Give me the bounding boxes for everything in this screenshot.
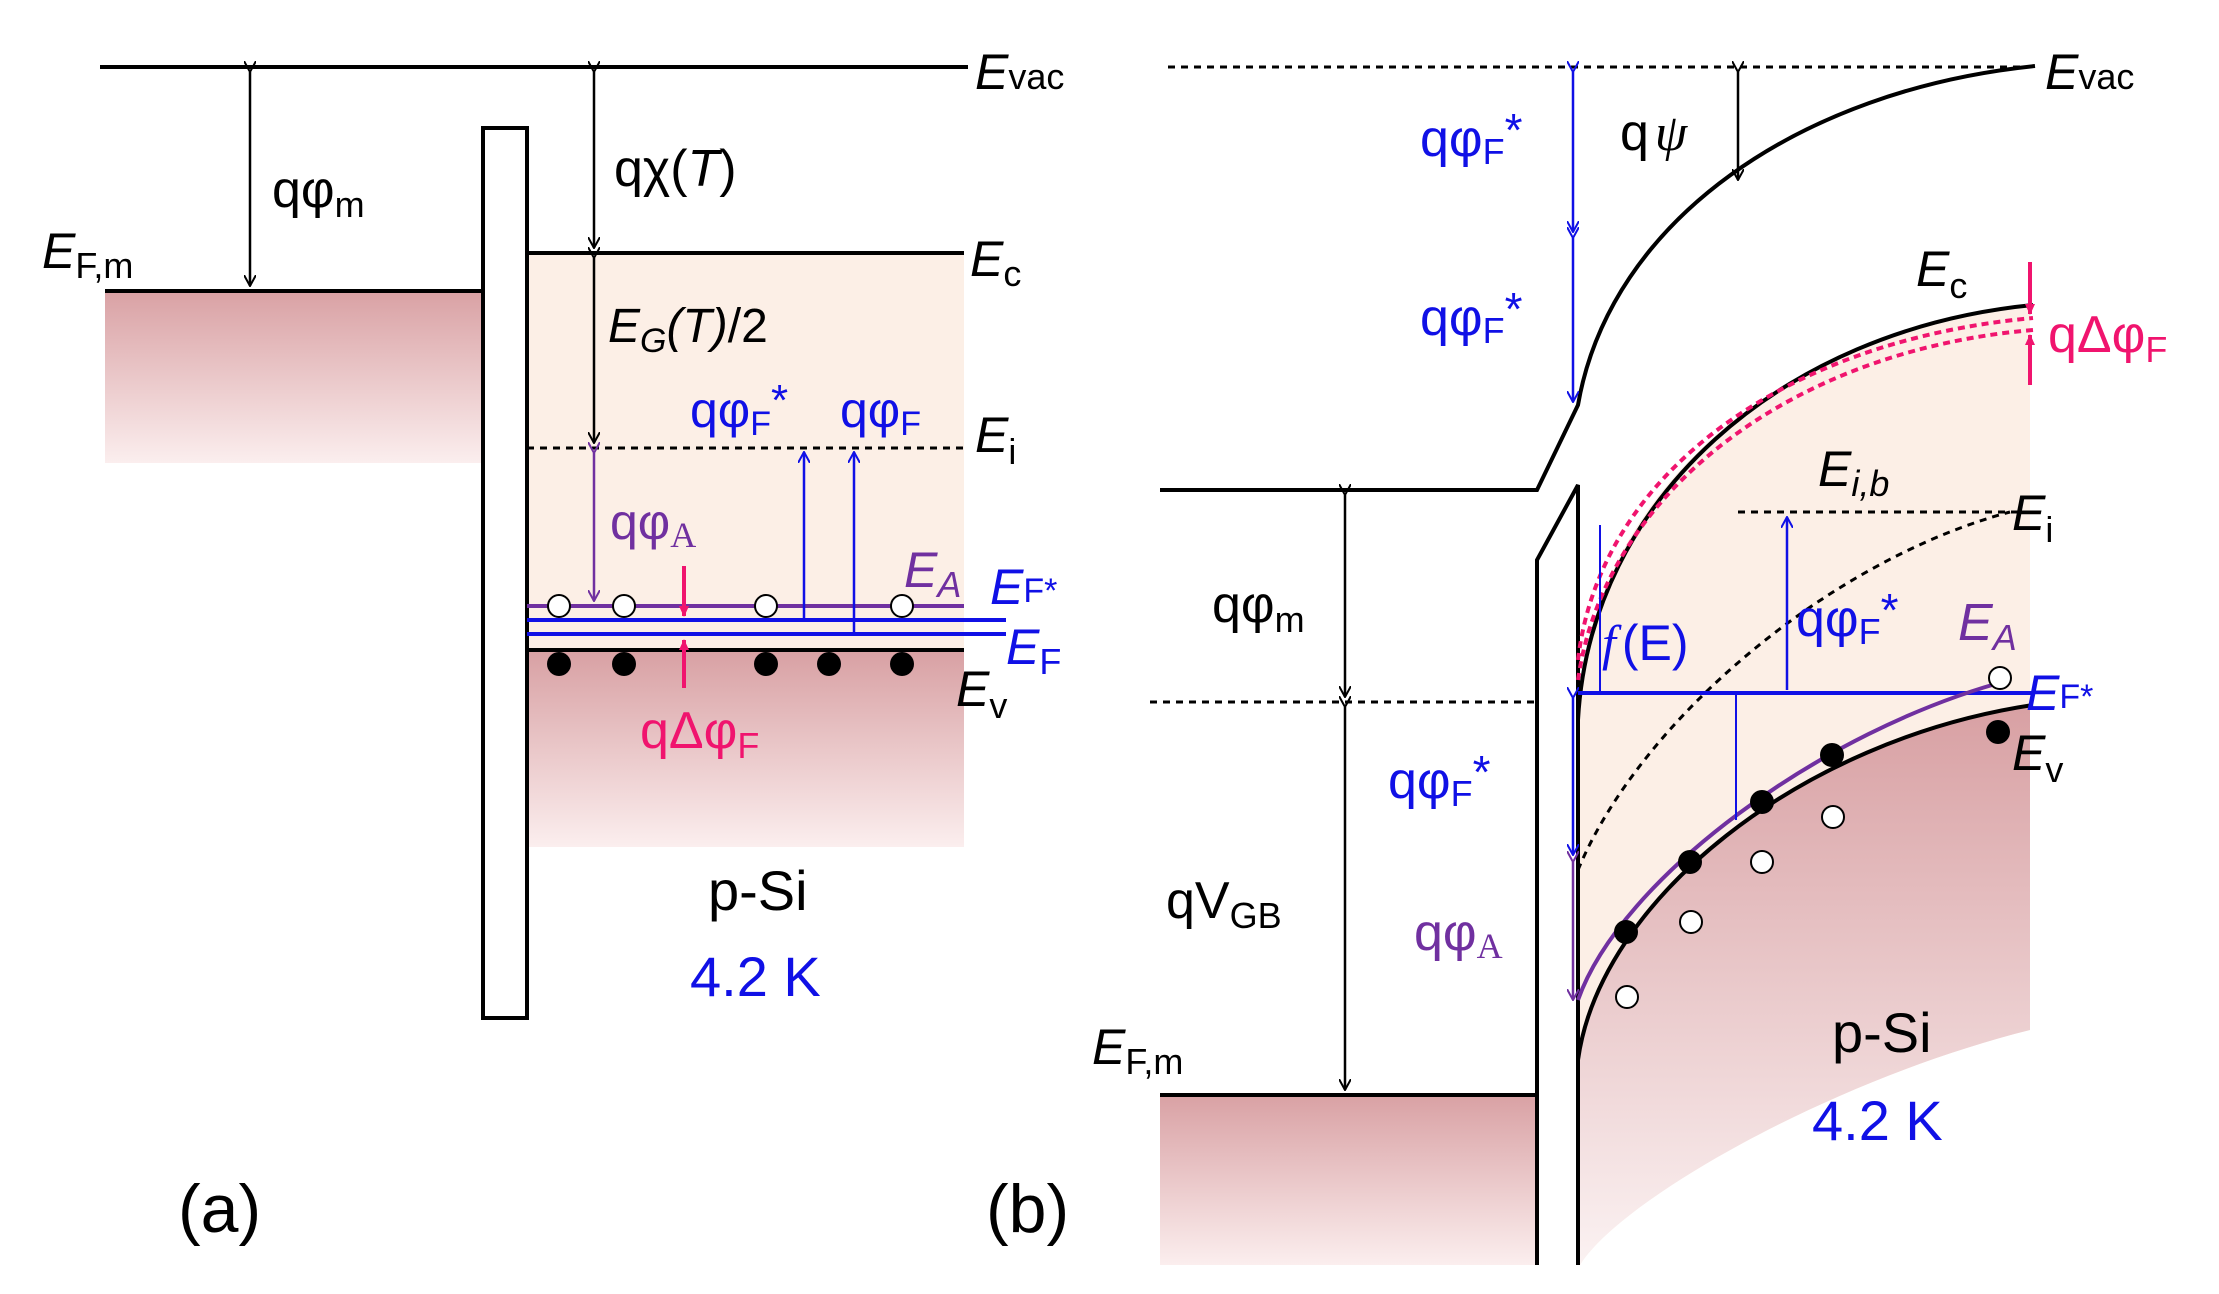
label-e-v-a: Ev — [956, 661, 1007, 726]
label-e-a-a: EA — [904, 542, 961, 605]
label-q-phi-f-star-4-b: qφF* — [1388, 746, 1491, 814]
label-q-phi-m-b: qφm — [1212, 576, 1305, 640]
label-q-phi-f-star-a: qφF* — [690, 376, 788, 443]
hole — [754, 594, 778, 618]
acceptor-level-b — [1576, 678, 2011, 1001]
label-f-of-e-b: f(E) — [1602, 615, 1689, 671]
holes-a — [547, 594, 914, 618]
label-material-a: p-Si — [708, 859, 808, 922]
electron — [817, 652, 841, 676]
hole — [1679, 910, 1703, 934]
label-temperature-b: 4.2 K — [1812, 1089, 1943, 1152]
shifted-band-2-b — [1576, 328, 2034, 681]
label-e-i-b: Ei — [2012, 485, 2053, 550]
conduction-band-b — [1576, 303, 2034, 721]
hole — [612, 594, 636, 618]
metal-fill-a — [105, 291, 483, 463]
label-q-phi-f-star-2-b: qφF* — [1420, 283, 1523, 351]
electron — [890, 652, 914, 676]
oxide-barrier-a — [481, 126, 529, 1020]
label-q-v-gb-b: qVGB — [1166, 872, 1282, 936]
label-material-b: p-Si — [1832, 1001, 1932, 1064]
electron — [1614, 920, 1638, 944]
caption-b: (b) — [986, 1171, 1069, 1247]
label-e-fm-b: EF,m — [1092, 1019, 1183, 1082]
valence-fill-b — [1580, 705, 2030, 1265]
label-q-chi-a: qχ(T) — [614, 140, 737, 198]
label-q-phi-f-star-3-b: qφF* — [1796, 584, 1899, 652]
label-q-delta-phi-f-a: qΔφF — [640, 702, 759, 766]
caption-a: (a) — [178, 1171, 261, 1247]
label-q-delta-phi-f-b: qΔφF — [2048, 306, 2167, 370]
intrinsic-level-b — [1576, 510, 2011, 871]
hole — [547, 594, 571, 618]
label-e-f-star-b: EF* — [2026, 665, 2093, 721]
hole — [890, 594, 914, 618]
label-e-ib-b: Ei,b — [1818, 441, 1889, 504]
electrons-a — [547, 652, 914, 676]
label-e-i-a: Ei — [975, 407, 1016, 472]
arrows-b — [1345, 72, 2035, 1090]
label-e-c-a: Ec — [970, 231, 1021, 294]
label-e-vac-a: Evac — [975, 44, 1064, 100]
vacuum-level-b — [1160, 64, 2036, 492]
valence-band-b — [1576, 703, 2034, 1061]
label-temperature-a: 4.2 K — [690, 945, 821, 1008]
hole — [1750, 850, 1774, 874]
electron — [754, 652, 778, 676]
electron — [547, 652, 571, 676]
panel-a: Evac EF,m qφm qχ(T) Ec EG(T)/2 Ei qφF* q… — [42, 44, 1064, 1247]
hole — [1615, 985, 1639, 1009]
hole — [1821, 805, 1845, 829]
electron — [1986, 720, 2010, 744]
label-e-fm-a: EF,m — [42, 223, 133, 286]
valence-fill-a — [527, 650, 964, 847]
label-q-phi-a-b: qφA — [1414, 904, 1503, 966]
holes-b — [1615, 666, 2012, 1009]
label-q-phi-f-star-1-b: qφF* — [1420, 104, 1523, 172]
label-q-phi-f-a: qφF — [840, 382, 921, 443]
electron — [612, 652, 636, 676]
label-e-f-star-a: EF* — [990, 559, 1057, 615]
hole — [1988, 666, 2012, 690]
electron — [1750, 790, 1774, 814]
label-q-phi-m-a: qφm — [272, 161, 365, 225]
label-e-g-a: EG(T)/2 — [608, 300, 768, 360]
electron — [1820, 743, 1844, 767]
metal-fill-b — [1160, 1095, 1537, 1265]
label-e-c-b: Ec — [1916, 241, 1967, 306]
label-e-a-b: EA — [1958, 594, 2017, 658]
label-e-f-a: EF — [1006, 619, 1061, 682]
arrows-a — [250, 72, 854, 688]
label-q-phi-a-a: qφA — [610, 494, 696, 555]
label-e-vac-b: Evac — [2045, 44, 2134, 100]
label-e-v-b: Ev — [2012, 725, 2063, 790]
electrons-b — [1614, 720, 2010, 944]
electron — [1678, 850, 1702, 874]
